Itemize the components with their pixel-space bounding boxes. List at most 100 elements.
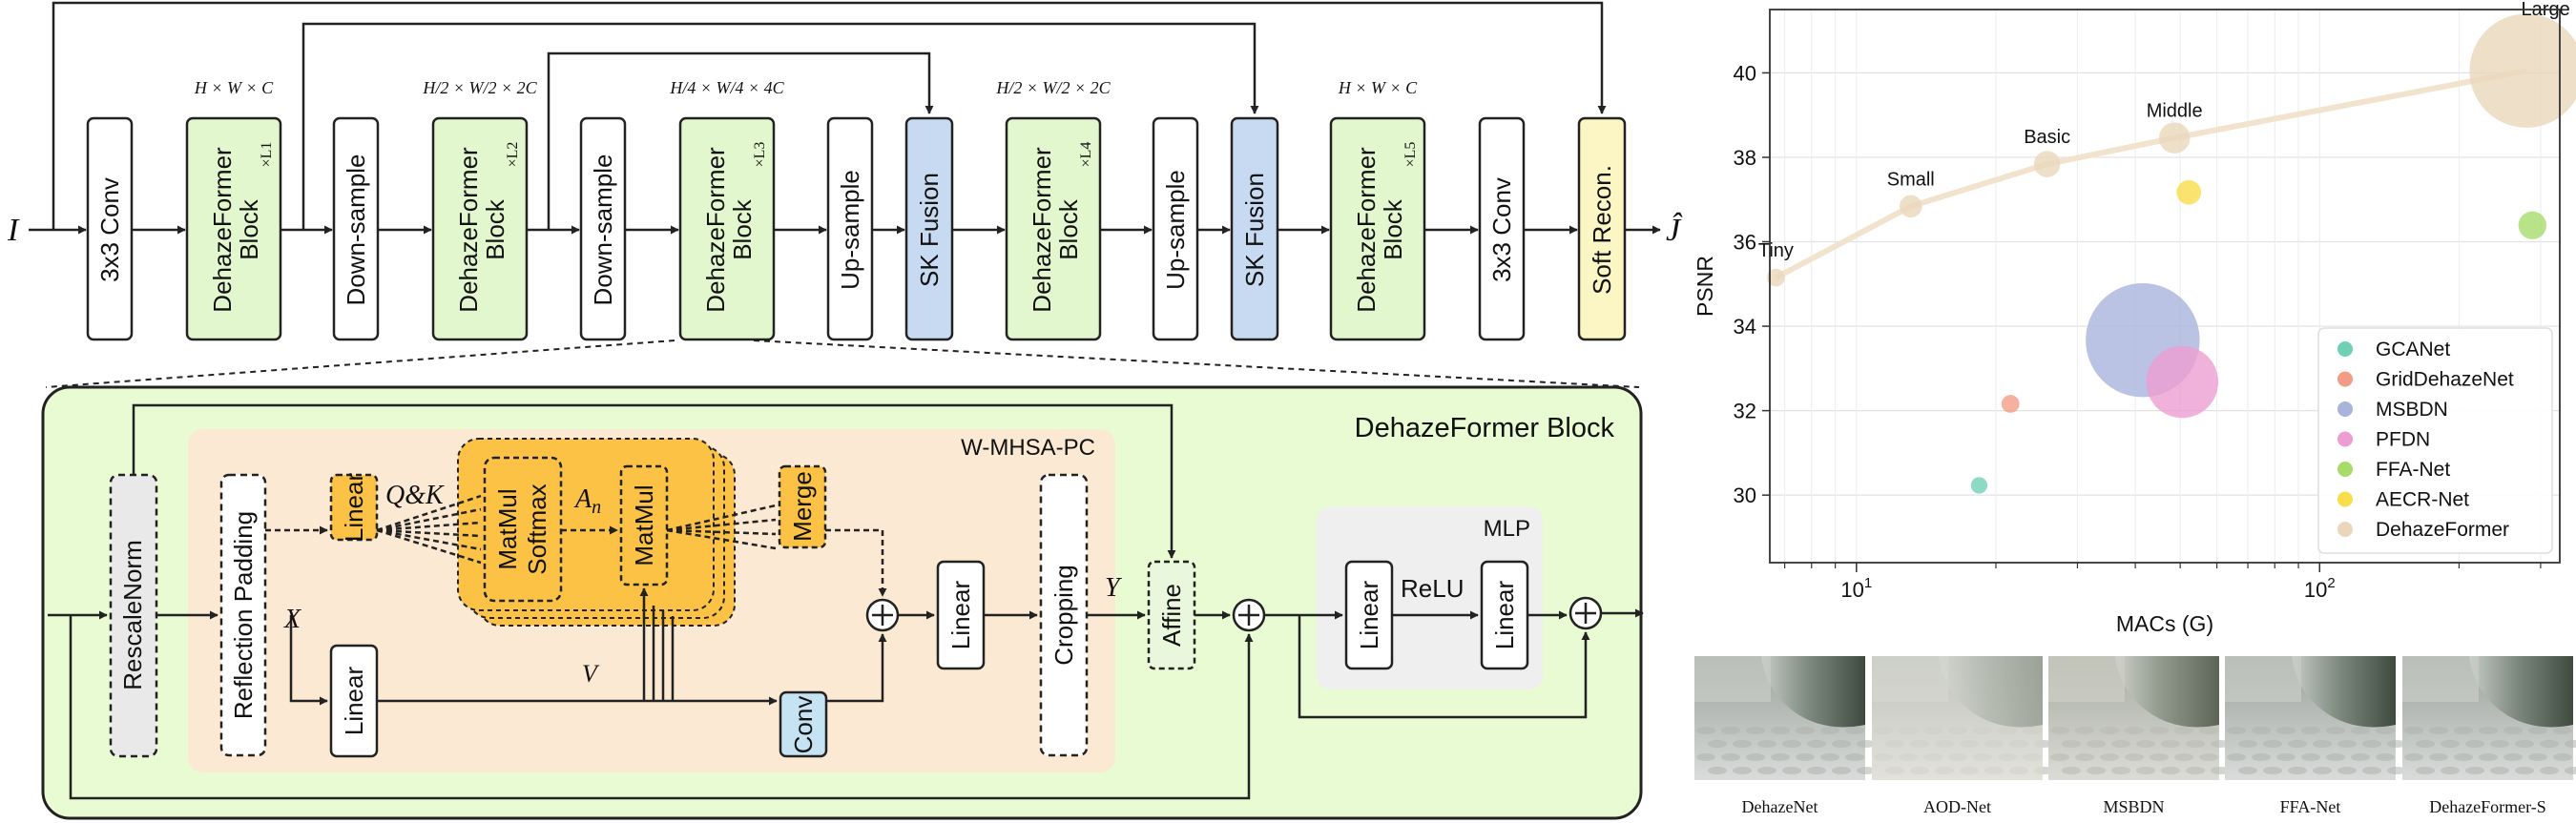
linear-v-label: Linear xyxy=(340,667,368,736)
merge-box xyxy=(778,464,827,549)
pipeline-label-11-b: Block xyxy=(1379,198,1407,260)
pipeline-dims-8: H/2 × W/2 × 2C xyxy=(995,78,1111,97)
rescale-norm-label: RescaleNorm xyxy=(118,540,147,690)
symbol-qk: Q&K xyxy=(385,481,445,510)
symbol-an: An xyxy=(573,484,601,518)
thumb-stone xyxy=(2087,740,2106,748)
pipeline-label-9: Up-sample xyxy=(1161,170,1190,290)
thumb-rock xyxy=(2292,656,2396,728)
legend-marker-PFDN xyxy=(2337,431,2353,447)
thumb-stone xyxy=(1733,767,1752,774)
pipeline-label-3-a: DehazeFormer xyxy=(454,147,483,313)
thumb-stone xyxy=(2150,753,2169,761)
thumb-stone xyxy=(2174,727,2193,734)
thumb-stone xyxy=(2186,740,2205,748)
pipeline-block-2 xyxy=(332,116,380,341)
thumb-stone xyxy=(1796,727,1815,734)
pipeline-label-6: Up-sample xyxy=(836,170,864,290)
pipeline-rep-1: ×L1 xyxy=(259,142,275,168)
thumb-stone xyxy=(1746,727,1765,734)
thumb-stone xyxy=(2075,753,2094,761)
output-symbol: Ĵ xyxy=(1666,212,1683,248)
thumb-stone xyxy=(2313,740,2332,748)
pipeline-block-9 xyxy=(1152,116,1199,341)
thumb-stone xyxy=(2252,753,2271,761)
thumb-stone xyxy=(1845,753,1864,761)
thumb-stone xyxy=(1696,753,1715,761)
thumb-stone xyxy=(2416,740,2435,748)
thumb-stone xyxy=(1857,767,1876,774)
detail-wires xyxy=(48,403,1644,800)
thumb-stone xyxy=(1708,740,1727,748)
thumb-stone xyxy=(2227,753,2246,761)
thumb-stone xyxy=(2050,727,2069,734)
thumb-stone xyxy=(2429,727,2448,734)
add-node-3 xyxy=(1568,596,1603,630)
thumbnail-aod-net xyxy=(1872,656,2053,780)
thumb-stone xyxy=(2351,727,2370,734)
point-DehazeFormer-3 xyxy=(2158,122,2191,154)
reflection-padding-label: Reflection Padding xyxy=(229,511,258,719)
legend-label-GridDehazeNet: GridDehazeNet xyxy=(2376,369,2514,391)
mlp-title: MLP xyxy=(1484,516,1530,542)
matmul-label-1: MatMul xyxy=(493,488,522,569)
thumb-stone xyxy=(2503,727,2523,734)
thumb-stone xyxy=(2276,753,2296,761)
thumb-stone xyxy=(2227,727,2246,734)
thumb-stone xyxy=(2490,740,2509,748)
legend-label-DehazeFormer: DehazeFormer xyxy=(2376,519,2509,541)
pipeline-label-8-a: DehazeFormer xyxy=(1028,147,1056,313)
thumb-stone xyxy=(2351,753,2370,761)
legend-label-FFA-Net: FFA-Net xyxy=(2376,459,2450,481)
thumbnail-msbdn xyxy=(2048,656,2230,780)
thumb-stone xyxy=(1832,740,1851,748)
thumb-stone xyxy=(1820,753,1839,761)
point-label-small: Small xyxy=(1887,169,1935,190)
plot-frame xyxy=(1769,9,2561,564)
tick-label-y-32: 32 xyxy=(1734,400,1756,423)
thumb-stone xyxy=(2238,740,2257,748)
point-label-middle: Middle xyxy=(2147,101,2203,122)
thumb-stone xyxy=(2161,767,2180,774)
psnr-macs-chart: TinySmallBasicMiddleLarge303234363840101… xyxy=(1693,0,2576,636)
thumb-stone xyxy=(2515,767,2534,774)
matmul-attn-box xyxy=(619,464,669,586)
legend-label-GCANet: GCANet xyxy=(2376,339,2450,360)
thumb-rock xyxy=(2115,656,2219,728)
thumb-stone xyxy=(2416,767,2435,774)
merge-label: Merge xyxy=(788,471,817,542)
tick-label-y-34: 34 xyxy=(1734,315,1756,339)
thumb-stone xyxy=(2465,740,2484,748)
affine-label: Affine xyxy=(1157,584,1186,647)
thumb-stone xyxy=(2301,753,2320,761)
legend-label-AECR-Net: AECR-Net xyxy=(2376,489,2469,511)
thumb-stone xyxy=(1807,767,1826,774)
thumb-stone xyxy=(2150,727,2169,734)
thumb-stone xyxy=(2429,753,2448,761)
reflection-padding-box xyxy=(219,473,267,757)
thumb-stone xyxy=(2376,727,2395,734)
relu-label: ReLU xyxy=(1401,574,1464,603)
pipeline-block-6 xyxy=(826,116,874,341)
thumb-stone xyxy=(2553,753,2572,761)
thumb-stone xyxy=(1746,753,1765,761)
pipeline-block-10 xyxy=(1230,116,1279,341)
tick-label-y-36: 36 xyxy=(1734,231,1756,255)
thumb-stone xyxy=(1757,740,1776,748)
thumb-stone xyxy=(2125,753,2144,761)
thumb-stone xyxy=(2125,727,2144,734)
thumb-stone xyxy=(2454,727,2473,734)
pipeline-label-4: Down-sample xyxy=(589,154,617,306)
thumb-stone xyxy=(1733,740,1752,748)
point-PFDN-0 xyxy=(2146,345,2219,419)
matmul-label-2: MatMul xyxy=(630,484,658,566)
pipeline-label-8-b: Block xyxy=(1054,198,1083,260)
point-DehazeFormer-2 xyxy=(2033,151,2061,177)
symbol-v: V xyxy=(582,660,600,688)
conv-box xyxy=(779,690,828,758)
pipeline-label-3-b: Block xyxy=(481,198,509,260)
pipeline-label-5-a: DehazeFormer xyxy=(701,147,730,313)
thumb-stone xyxy=(1771,727,1790,734)
thumb-stone xyxy=(2441,740,2460,748)
pipeline-block-12 xyxy=(1478,116,1526,341)
